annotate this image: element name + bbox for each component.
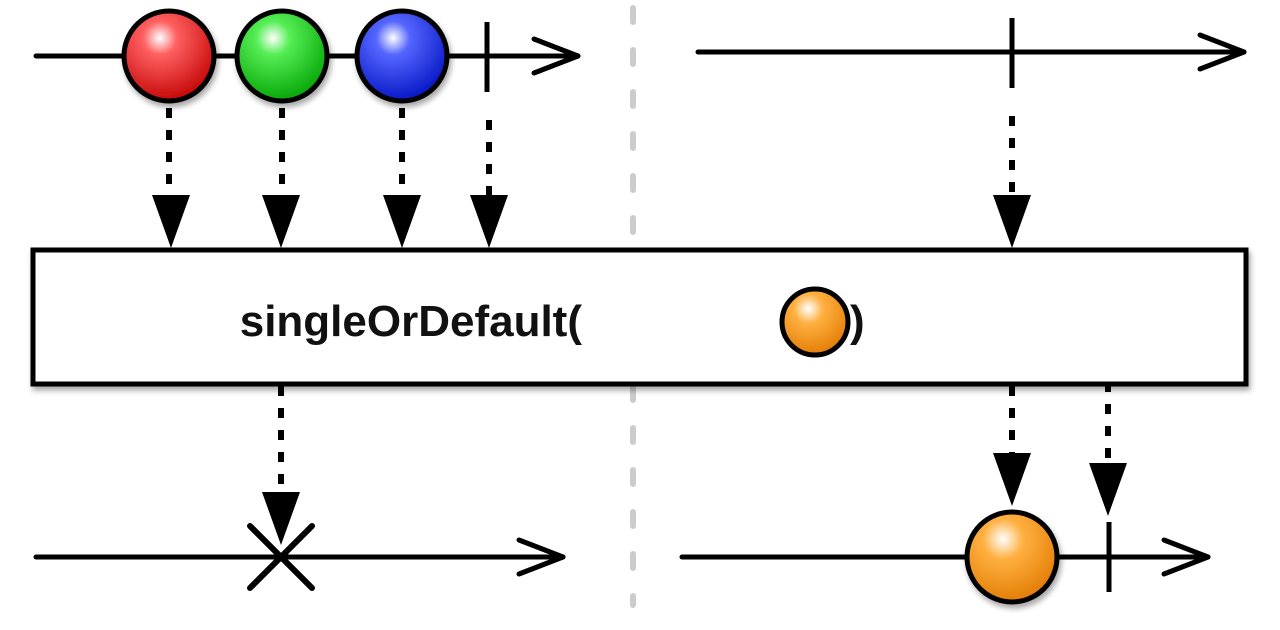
right-input-arrow [993,116,1031,248]
right-source-arrowhead [1197,32,1247,72]
operator-open-paren: ( [567,297,582,346]
svg-text:): ) [850,297,865,346]
svg-text:singleOrDefault(: singleOrDefault( [240,297,583,346]
right-output-arrows [993,382,1127,516]
left-source-arrowhead [531,36,581,76]
left-output-arrow [262,386,300,545]
operator-close-paren: ) [850,297,865,346]
right-source-timeline [695,18,1247,88]
right-result-arrowhead [1161,537,1211,577]
red-marble [121,8,217,104]
operator-name: singleOrDefault [240,297,568,346]
left-source-timeline [33,8,581,104]
left-input-arrows [166,108,492,196]
left-input-arrowheads [152,195,508,248]
error-x-icon [247,523,315,591]
blue-marble [354,8,450,104]
green-marble [234,8,330,104]
default-value-marble-icon [779,286,851,358]
right-result-timeline [679,509,1211,605]
orange-default-marble [964,509,1060,605]
left-result-arrowhead [516,537,566,577]
left-result-timeline [33,523,566,591]
operator-box: singleOrDefault( ) [30,247,1249,387]
